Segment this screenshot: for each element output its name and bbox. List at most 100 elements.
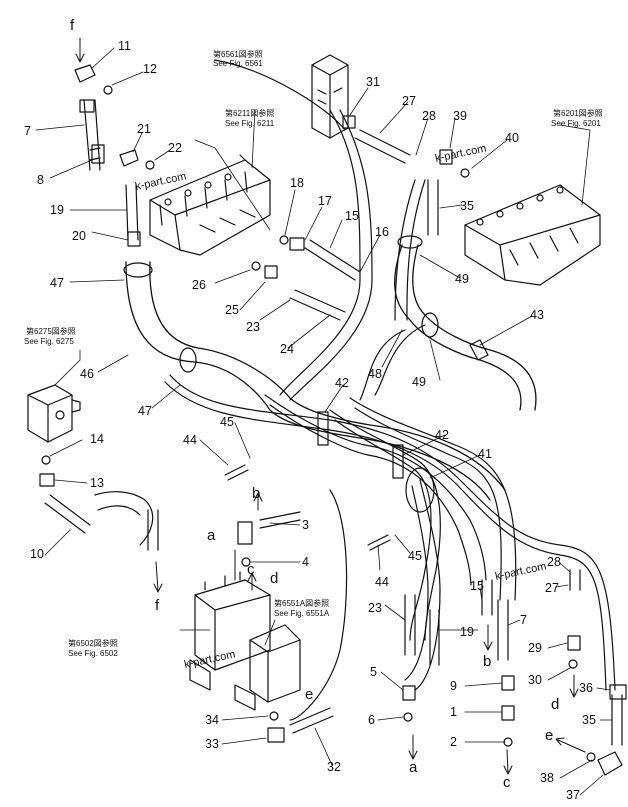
label-37: 37 [566, 788, 580, 802]
hose-27 [354, 129, 411, 164]
label-35-right: 35 [582, 713, 596, 727]
label-32: 32 [327, 760, 341, 774]
tube-bundle [164, 374, 616, 691]
label-49-mid: 49 [412, 375, 426, 389]
fitting-37 [597, 751, 623, 776]
letter-f-top: f [70, 17, 75, 34]
label-14: 14 [90, 432, 104, 446]
label-33: 33 [205, 737, 219, 751]
label-29: 29 [528, 641, 542, 655]
oring-34 [269, 711, 279, 721]
fitting-20 [127, 231, 141, 247]
label-18: 18 [290, 176, 304, 190]
hose-15 [304, 239, 361, 281]
label-45-left: 45 [220, 415, 234, 429]
oring-14 [41, 455, 51, 465]
label-38: 38 [540, 771, 554, 785]
fitting-36 [609, 684, 627, 700]
letter-a-block: a [207, 527, 216, 544]
fitting-31 [342, 115, 356, 129]
label-45-right: 45 [408, 549, 422, 563]
hose-27-right [569, 569, 581, 591]
hose-15-right [481, 579, 493, 616]
label-28-right: 28 [547, 555, 561, 569]
oring-38 [586, 752, 596, 762]
letter-c-bottom: c [503, 774, 511, 791]
label-36: 36 [579, 681, 593, 695]
letter-d-block: d [270, 570, 278, 587]
fitting-8-top [79, 99, 95, 113]
label-19-right: 19 [460, 625, 474, 639]
label-7-left: 7 [24, 124, 31, 138]
label-21: 21 [137, 122, 151, 136]
label-47-top: 47 [50, 276, 64, 290]
oring-18 [279, 235, 289, 245]
hose-10 [44, 494, 91, 534]
tube-19-left [125, 184, 139, 241]
label-12: 12 [143, 62, 157, 76]
hose-3 [259, 511, 301, 529]
label-20: 20 [72, 229, 86, 243]
label-23-right: 23 [368, 601, 382, 615]
hose-23-right [404, 594, 416, 656]
ref-6551a-ja: 第6551A図参照 [274, 598, 329, 608]
label-44-right: 44 [375, 575, 389, 589]
label-13: 13 [90, 476, 104, 490]
letter-d-right: d [551, 696, 559, 713]
label-41: 41 [478, 447, 492, 461]
oring-12 [103, 85, 113, 95]
oring-22 [145, 160, 155, 170]
fitting-29 [567, 635, 581, 651]
label-39: 39 [453, 109, 467, 123]
ref-6502-ja: 第6502図参照 [68, 638, 118, 648]
label-42-right: 42 [435, 428, 449, 442]
hose-35-right [611, 694, 623, 746]
ref-6201-en: See Fig. 6201 [551, 119, 601, 128]
label-44-left: 44 [183, 433, 197, 447]
label-3: 3 [302, 518, 309, 532]
label-30: 30 [528, 673, 542, 687]
letter-c-block: c [247, 561, 255, 578]
tube-16 [279, 109, 361, 396]
leader [214, 59, 346, 131]
label-19-left: 19 [50, 203, 64, 217]
main-hose-left [125, 261, 506, 501]
oring-30 [568, 659, 578, 669]
label-23-top: 23 [246, 320, 260, 334]
label-42-left: 42 [335, 376, 349, 390]
fitting-17 [289, 237, 305, 251]
main-hose-right [359, 244, 537, 411]
label-7-right: 7 [520, 613, 527, 627]
letter-e-block: e [305, 686, 313, 703]
letter-b-block: b [252, 485, 260, 502]
bolt-44-left [224, 464, 249, 481]
label-43: 43 [530, 308, 544, 322]
label-22: 22 [168, 141, 182, 155]
ref-6275-en: See Fig. 6275 [24, 337, 74, 346]
label-27-right: 27 [545, 581, 559, 595]
tube-28 [394, 179, 416, 321]
label-11: 11 [118, 39, 131, 53]
ref-6211-ja: 第6211図参照 [225, 108, 274, 118]
label-47-mid: 47 [138, 404, 152, 418]
letter-e-right: e [545, 727, 553, 744]
fitting-21 [119, 149, 139, 167]
control-valve-6201 [464, 184, 601, 286]
fitting-8 [91, 144, 105, 164]
fitting-11 [74, 64, 96, 83]
label-48: 48 [368, 367, 382, 381]
sleeve-49-top [397, 235, 423, 249]
hose-7-right [497, 599, 509, 661]
hose-35-top [427, 179, 439, 236]
letter-a-bottom: a [409, 759, 418, 776]
label-6: 6 [368, 713, 375, 727]
hose-10-end [147, 509, 159, 551]
sleeve-47-top [123, 262, 153, 278]
valve-6551a [234, 624, 301, 711]
label-35-top: 35 [460, 199, 474, 213]
ref-6502-en: See Fig. 6502 [68, 649, 118, 658]
fitting-39 [439, 149, 453, 165]
watermark-1: k-part.com [134, 170, 187, 193]
clamp-41 [405, 467, 435, 513]
watermark-3: k-part.com [183, 648, 236, 671]
